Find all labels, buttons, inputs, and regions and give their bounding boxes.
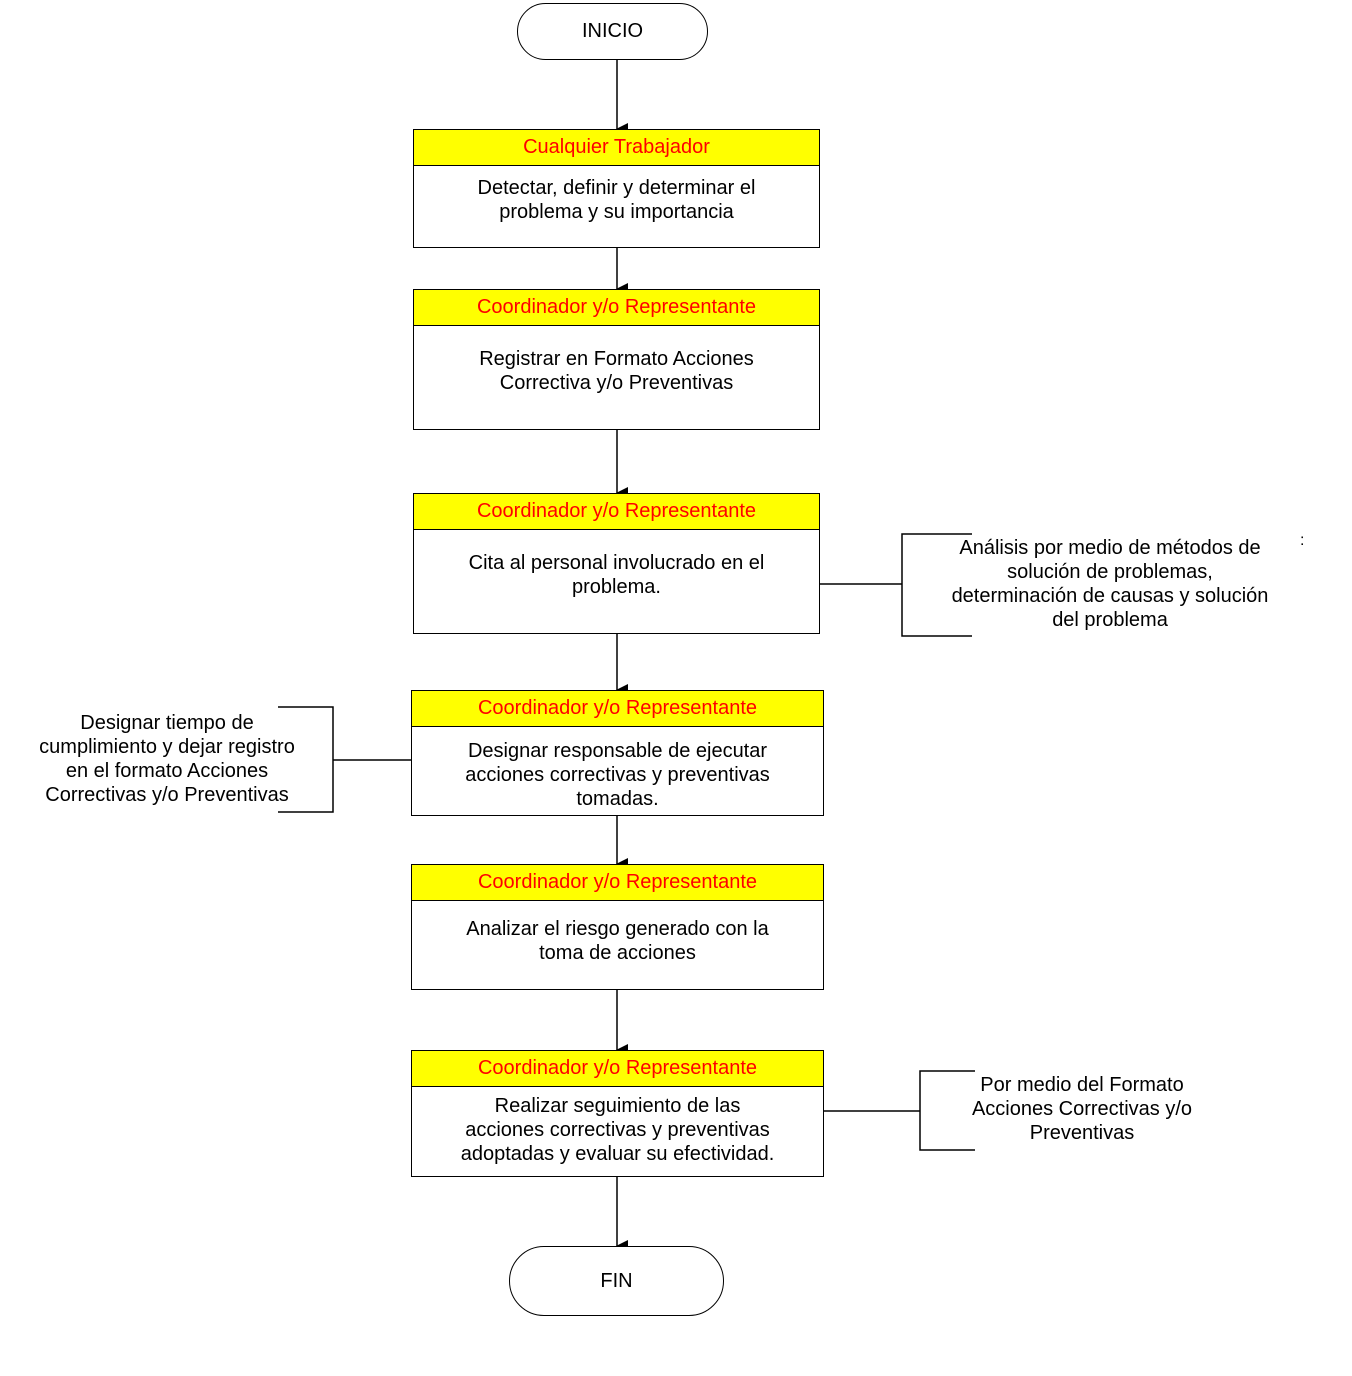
step-5-role: Coordinador y/o Representante bbox=[412, 865, 823, 901]
start-terminal: INICIO bbox=[517, 3, 708, 60]
step-2: Coordinador y/o Representante Registrar … bbox=[413, 289, 820, 430]
step-5: Coordinador y/o Representante Analizar e… bbox=[411, 864, 824, 990]
step-4-role: Coordinador y/o Representante bbox=[412, 691, 823, 727]
step-3-role: Coordinador y/o Representante bbox=[414, 494, 819, 530]
step-1-text: Detectar, definir y determinar el proble… bbox=[477, 176, 756, 223]
step-4-text: Designar responsable de ejecutar accione… bbox=[465, 740, 770, 810]
step-5-text: Analizar el riesgo generado con la toma … bbox=[466, 918, 769, 964]
end-terminal: FIN bbox=[509, 1246, 724, 1316]
step-2-role: Coordinador y/o Representante bbox=[414, 290, 819, 326]
step-2-text: Registrar en Formato Acciones Correctiva… bbox=[479, 347, 754, 394]
end-label: FIN bbox=[600, 1269, 633, 1292]
bracket-note-2 bbox=[278, 706, 334, 813]
bracket-note-1 bbox=[901, 533, 972, 637]
bracket-note-3 bbox=[919, 1070, 975, 1151]
step-6-role: Coordinador y/o Representante bbox=[412, 1051, 823, 1087]
step-6: Coordinador y/o Representante Realizar s… bbox=[411, 1050, 824, 1177]
step-3-text: Cita al personal involucrado en el probl… bbox=[468, 551, 765, 598]
note-format: Por medio del Formato Acciones Correctiv… bbox=[971, 1074, 1193, 1144]
step-6-text: Realizar seguimiento de las acciones cor… bbox=[460, 1094, 775, 1165]
stray-colon-mark: : bbox=[1300, 532, 1304, 549]
start-label: INICIO bbox=[581, 20, 644, 42]
note-analysis: Análisis por medio de métodos de solució… bbox=[951, 537, 1269, 631]
step-4: Coordinador y/o Representante Designar r… bbox=[411, 690, 824, 816]
step-3: Coordinador y/o Representante Cita al pe… bbox=[413, 493, 820, 634]
note-designate-time: Designar tiempo de cumplimiento y dejar … bbox=[39, 712, 295, 806]
step-1: Cualquier Trabajador Detectar, definir y… bbox=[413, 129, 820, 248]
step-1-role: Cualquier Trabajador bbox=[414, 130, 819, 166]
